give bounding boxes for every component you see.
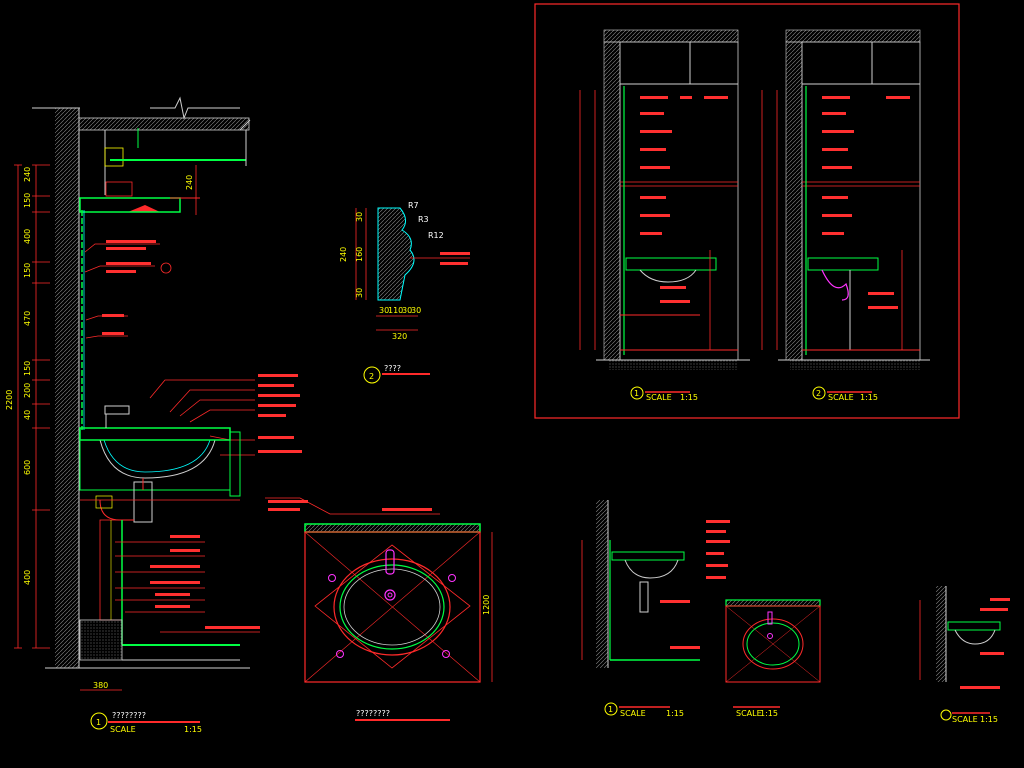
radius-2: R3 (418, 215, 429, 224)
radius-1: R7 (408, 201, 419, 210)
dim-10: 400 (23, 570, 32, 585)
wall-hatch (55, 108, 79, 668)
molding-width-1: 30 (379, 306, 389, 315)
plan-dimension: 1200 (482, 595, 491, 615)
small-detail-3-scale-label: SCALE (952, 715, 978, 724)
elevation-1-number: 1 (634, 389, 639, 398)
detail-number: 1 (96, 718, 101, 727)
small-detail-section: 1 SCALE 1:15 (581, 500, 730, 718)
elevation-1-scale-value: 1:15 (680, 393, 698, 402)
dim-1: 240 (23, 167, 32, 182)
small-detail-scale-value: 1:15 (666, 709, 684, 718)
molding-width-3: 30 (402, 306, 412, 315)
molding-total-height: 240 (339, 247, 348, 262)
molding-total-width: 320 (392, 332, 407, 341)
dim-6: 150 (23, 361, 32, 376)
elevation-2-number: 2 (816, 389, 821, 398)
dim-4: 150 (23, 263, 32, 278)
molding-number: 2 (369, 372, 374, 381)
dimension-total: 2200 (5, 390, 14, 410)
radius-3: R12 (428, 231, 444, 240)
detail-main-section: 2200 240 150 400 150 470 150 200 40 600 … (5, 96, 302, 734)
small-detail-number: 1 (608, 705, 613, 714)
plan-title: ???????? (356, 709, 390, 718)
small-plan-scale-label: SCALE (736, 709, 762, 718)
small-detail-scale-label: SCALE (620, 709, 646, 718)
small-detail-3-scale-value: 1:15 (980, 715, 998, 724)
dim-right-1: 240 (185, 175, 194, 190)
molding-width-4: 30 (411, 306, 421, 315)
dim-8: 40 (23, 410, 32, 420)
elevation-1-scale-label: SCALE (646, 393, 672, 402)
scale-value: 1:15 (184, 725, 202, 734)
elevation-2-scale-value: 1:15 (860, 393, 878, 402)
molding-title: ???? (384, 364, 401, 373)
molding-width-2: 110 (388, 306, 403, 315)
dim-3: 400 (23, 229, 32, 244)
molding-height-3: 30 (355, 288, 364, 298)
molding-height-2: 160 (355, 247, 364, 262)
scale-label: SCALE (110, 725, 136, 734)
small-detail-right: SCALE 1:15 (919, 586, 1010, 724)
dimension-base: 380 (93, 681, 108, 690)
small-plan: SCALE 1:15 (725, 599, 821, 718)
detail-vanity-plan: 1200 ???????? (265, 497, 493, 721)
elevation-2: 2 SCALE 1:15 (761, 29, 930, 402)
molding-height-1: 30 (355, 212, 364, 222)
elevation-1: 1 SCALE 1:15 (579, 29, 750, 402)
dim-9: 600 (23, 460, 32, 475)
detail-molding-profile: 240 30 160 30 R7 R3 R12 30 110 30 30 320… (339, 201, 470, 384)
dim-5: 470 (23, 311, 32, 326)
elevation-2-scale-label: SCALE (828, 393, 854, 402)
detail-title: ???????? (112, 711, 146, 720)
small-plan-scale-value: 1:15 (760, 709, 778, 718)
elevation-frame (534, 3, 960, 419)
dim-7: 200 (23, 383, 32, 398)
dim-2: 150 (23, 193, 32, 208)
